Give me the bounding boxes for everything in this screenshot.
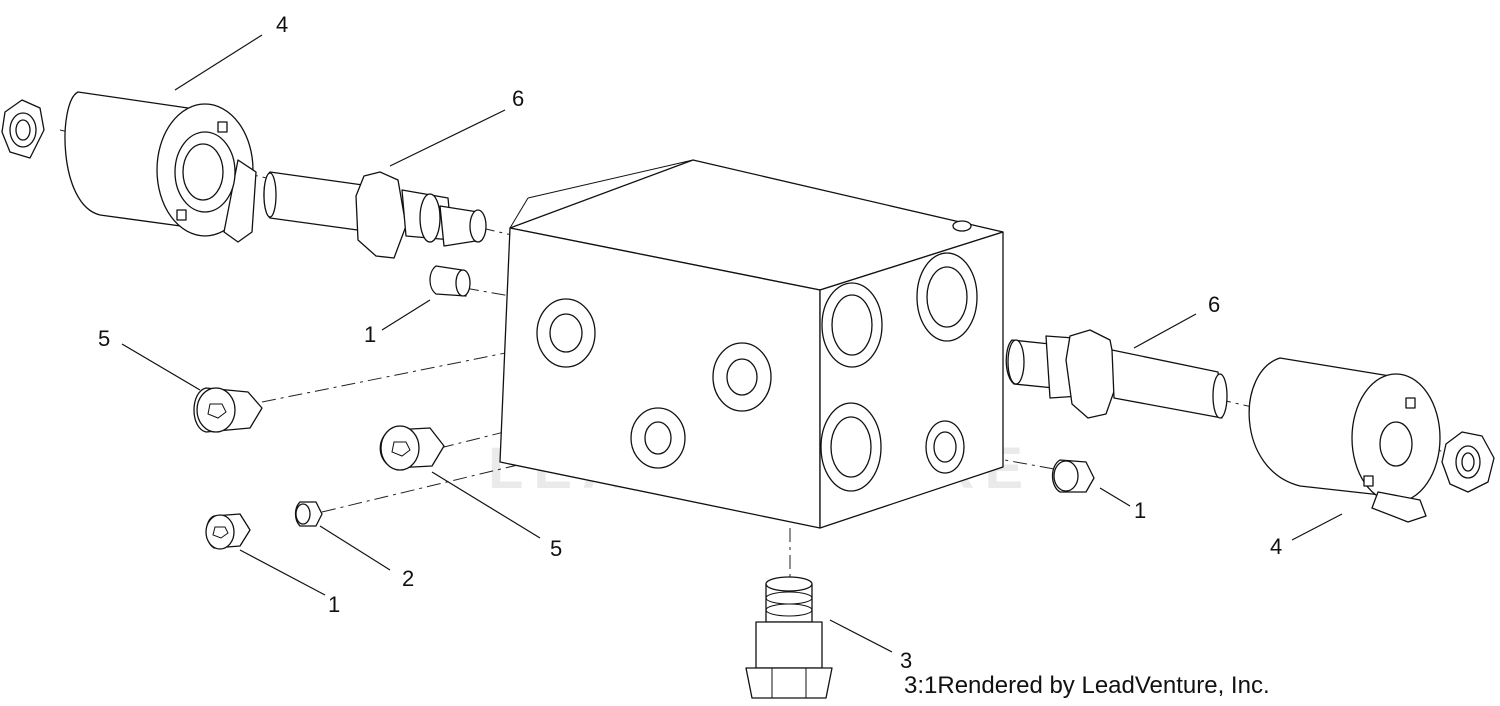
callout-6-upper: 6 [512,86,524,111]
callout-5-left: 5 [98,326,110,351]
scale-label: 3:1 [904,672,938,699]
callout-4-upper: 4 [276,12,288,37]
plug-1-lower-left [205,513,251,550]
callout-2: 2 [402,566,414,591]
callout-5-center: 5 [550,536,562,561]
diagram-footer: 3:1Rendered by LeadVenture, Inc. [904,672,1270,700]
render-credit: Rendered by LeadVenture, Inc. [937,672,1270,699]
plug-5-center [379,425,445,471]
callout-1-right: 1 [1134,498,1146,523]
callout-1-upper: 1 [364,322,376,347]
plug-1-right [1051,459,1095,493]
coil-right [1248,357,1495,523]
relief-valve-bottom [745,576,833,699]
coil-upper-left [1,91,257,243]
leader-lines [121,34,1343,653]
callout-6-right: 6 [1208,292,1220,317]
cartridge-valve-right [1005,329,1228,419]
callout-1-lower-left: 1 [328,592,340,617]
cartridge-valve-upper [263,171,487,259]
plug-5-left [193,387,263,433]
plug-upper [429,265,471,297]
callout-3: 3 [900,648,912,673]
callout-4-right: 4 [1270,534,1282,559]
callout-labels: 4 6 1 5 5 1 2 1 6 4 3 [98,12,1282,673]
manifold-block [499,159,1004,529]
set-screw-2 [294,501,323,527]
